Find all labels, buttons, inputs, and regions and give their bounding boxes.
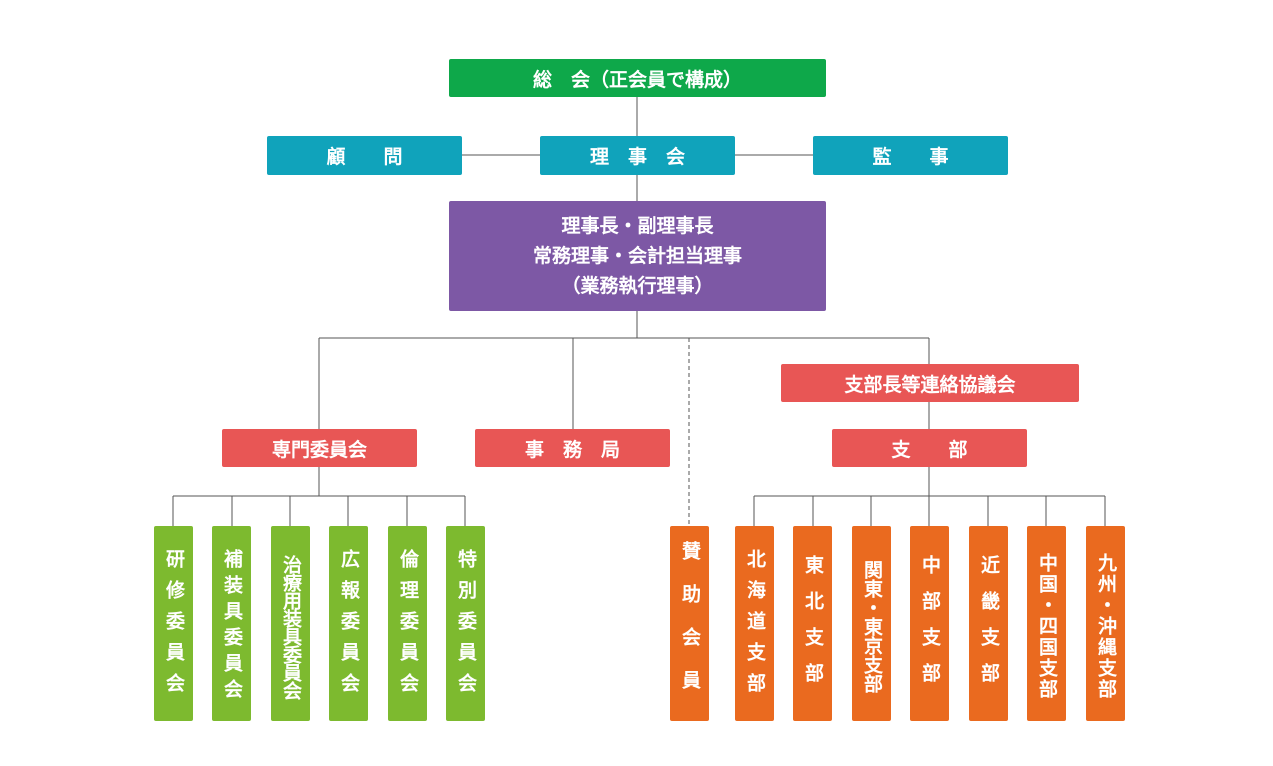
committee-orthoses: 補装具委員会: [212, 526, 251, 721]
branch-label: 九州・沖縄支部: [1095, 553, 1117, 700]
branch-label: 関東・東京支部: [861, 560, 883, 693]
committee-label: 治療用装具委員会: [280, 554, 302, 699]
specialist-committee-label: 専門委員会: [271, 438, 367, 461]
branch-tohoku: 東北支部: [793, 526, 832, 721]
board-box: 理 事 会: [540, 136, 735, 175]
auditor-label: 監 事: [872, 146, 949, 168]
auditor-box: 監 事: [813, 136, 1008, 175]
branch-kanto-tokyo: 関東・東京支部: [852, 526, 891, 721]
branch-council-box: 支部長等連絡協議会: [781, 364, 1079, 402]
general-assembly-box: 総 会（正会員で構成）: [449, 59, 826, 97]
branch-chubu: 中部支部: [910, 526, 949, 721]
general-assembly-label: 総 会（正会員で構成）: [532, 68, 742, 91]
branch-council-label: 支部長等連絡協議会: [844, 373, 1016, 396]
branch-label: 北海道支部: [744, 549, 766, 704]
branch-label: 東北支部: [802, 554, 824, 699]
committee-label: 特別委員会: [455, 549, 477, 704]
supporting-members-label: 賛助会員: [679, 540, 701, 713]
branches-label: 支 部: [891, 438, 968, 461]
branch-kinki: 近畿支部: [969, 526, 1008, 721]
committee-training: 研修委員会: [154, 526, 193, 721]
committee-label: 研修委員会: [163, 549, 185, 704]
committee-special: 特別委員会: [446, 526, 485, 721]
executives-line1: 理事長・副理事長: [561, 215, 714, 237]
executives-line3: （業務執行理事）: [561, 275, 714, 297]
secretariat-box: 事 務 局: [475, 429, 670, 467]
committee-label: 倫理委員会: [397, 549, 419, 704]
branch-kyushu-okinawa: 九州・沖縄支部: [1086, 526, 1125, 721]
executives-box: 理事長・副理事長 常務理事・会計担当理事 （業務執行理事）: [449, 201, 826, 311]
advisor-box: 顧 問: [267, 136, 462, 175]
board-label: 理 事 会: [589, 146, 685, 168]
branch-label: 中国・四国支部: [1036, 553, 1058, 700]
committee-label: 広報委員会: [338, 549, 360, 704]
specialist-committee-box: 専門委員会: [222, 429, 417, 467]
committee-therapeutic-orthoses: 治療用装具委員会: [271, 526, 310, 721]
branch-label: 中部支部: [919, 554, 941, 699]
branch-chugoku-shikoku: 中国・四国支部: [1027, 526, 1066, 721]
branch-hokkaido: 北海道支部: [735, 526, 774, 721]
advisor-label: 顧 問: [326, 146, 403, 168]
committee-ethics: 倫理委員会: [388, 526, 427, 721]
branches-box: 支 部: [832, 429, 1027, 467]
supporting-members-box: 賛助会員: [670, 526, 709, 721]
committee-label: 補装具委員会: [221, 548, 243, 705]
branch-label: 近畿支部: [978, 554, 1000, 699]
secretariat-label: 事 務 局: [524, 438, 620, 461]
committee-public-relations: 広報委員会: [329, 526, 368, 721]
executives-line2: 常務理事・会計担当理事: [532, 245, 742, 267]
